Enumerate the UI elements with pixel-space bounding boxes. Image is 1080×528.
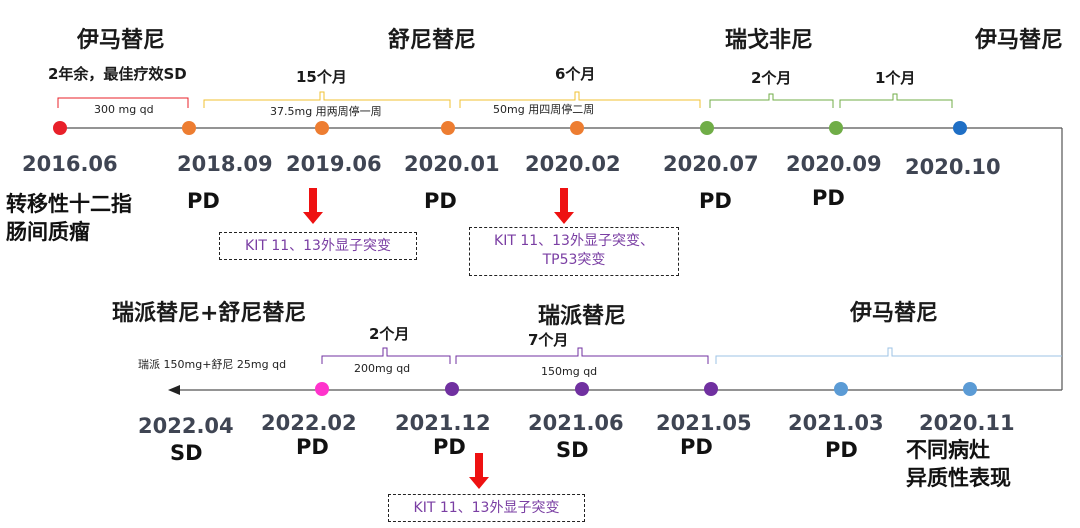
dot-2021-06 [575, 382, 589, 396]
dot-2020-07 [700, 121, 714, 135]
date-2018-09: 2018.09 [177, 152, 273, 176]
dot-2016-06 [53, 121, 67, 135]
dot-2020-09 [829, 121, 843, 135]
mutation-box-2019-06-text: KIT 11、13外显子突变 [245, 238, 391, 254]
mutation-box-2020-02: KIT 11、13外显子突变、 TP53突变 [469, 227, 679, 276]
duration-ripretinib-sunitinib: 2个月 [369, 325, 410, 343]
bracket-imatinib-1 [57, 97, 189, 108]
bracket-imatinib-2 [715, 347, 1062, 364]
status-pd-2018-09: PD [187, 189, 220, 213]
date-2021-03: 2021.03 [788, 411, 884, 435]
status-pd-2021-05: PD [680, 435, 713, 459]
duration-imatinib: 2年余，最佳疗效SD [48, 65, 187, 83]
dot-2020-02 [570, 121, 584, 135]
status-sd-2021-06: SD [556, 438, 589, 462]
dose-ripretinib-2: 150mg qd [541, 365, 598, 378]
status-pd-2022-02: PD [296, 435, 329, 459]
mutation-box-2021-12-text: KIT 11、13外显子突变 [413, 500, 560, 516]
duration-regorafenib-1: 2个月 [751, 69, 792, 87]
date-2022-02: 2022.02 [261, 411, 357, 435]
date-2021-06: 2021.06 [528, 411, 624, 435]
dose-ripretinib-sunitinib: 瑞派 150mg+舒尼 25mg qd [138, 358, 287, 371]
top-drug-regorafenib: 瑞戈非尼 [725, 28, 814, 53]
bracket-regorafenib-2 [839, 93, 953, 108]
dot-2022-02 [315, 382, 329, 396]
duration-sunitinib-1: 15个月 [296, 68, 347, 86]
date-2022-04: 2022.04 [138, 414, 234, 438]
date-2021-12: 2021.12 [395, 411, 491, 435]
status-pd-2020-07: PD [699, 189, 732, 213]
bottom-drug-ripretinib-sunitinib: 瑞派替尼+舒尼替尼 [112, 301, 307, 326]
date-2020-10: 2020.10 [905, 155, 1001, 179]
bracket-ripretinib-2 [455, 347, 709, 364]
dot-2020-10 [953, 121, 967, 135]
bracket-ripretinib-1 [321, 347, 451, 364]
duration-regorafenib-2: 1个月 [875, 69, 916, 87]
top-drug-imatinib-2: 伊马替尼 [975, 28, 1064, 53]
mutation-box-2021-12: KIT 11、13外显子突变 [388, 494, 585, 522]
date-2020-11: 2020.11 [919, 411, 1015, 435]
dot-2021-03 [834, 382, 848, 396]
timeline-arrowhead [168, 385, 180, 395]
dot-2020-01 [441, 121, 455, 135]
red-down-arrow-1 [303, 188, 323, 224]
date-2020-01: 2020.01 [404, 152, 500, 176]
status-pd-2021-12: PD [433, 435, 466, 459]
diagnosis-line-1: 转移性十二指 [6, 192, 132, 216]
dot-2020-11 [963, 382, 977, 396]
mutation-box-2019-06: KIT 11、13外显子突变 [219, 232, 417, 260]
dot-2018-09 [182, 121, 196, 135]
date-2019-06: 2019.06 [286, 152, 382, 176]
mutation-box-2020-02-line-1: KIT 11、13外显子突变、 [494, 233, 654, 249]
bottom-drug-imatinib: 伊马替尼 [850, 301, 939, 326]
status-pd-2020-01: PD [424, 189, 457, 213]
mutation-box-2020-02-line-2: TP53突变 [542, 251, 606, 268]
dose-sunitinib-1: 37.5mg 用两周停一周 [270, 105, 382, 118]
duration-ripretinib: 7个月 [528, 331, 569, 349]
bracket-sunitinib-1 [203, 91, 451, 108]
status-sd-2022-04: SD [170, 441, 203, 465]
date-2020-09: 2020.09 [786, 152, 882, 176]
dot-2019-06 [315, 121, 329, 135]
dose-sunitinib-2: 50mg 用四周停二周 [493, 103, 595, 116]
red-down-arrow-2 [554, 188, 574, 224]
diagnosis-line-2: 肠间质瘤 [6, 220, 90, 244]
red-down-arrow-3 [469, 453, 489, 489]
date-2021-05: 2021.05 [656, 411, 752, 435]
bottom-drug-ripretinib: 瑞派替尼 [538, 304, 627, 329]
dose-imatinib: 300 mg qd [94, 103, 154, 116]
status-pd-2021-03: PD [825, 438, 858, 462]
date-2020-07: 2020.07 [663, 152, 759, 176]
bracket-regorafenib-1 [709, 93, 834, 108]
status-pd-2020-09: PD [812, 186, 845, 210]
dot-2021-05 [704, 382, 718, 396]
dose-ripretinib-1: 200mg qd [354, 362, 411, 375]
top-drug-imatinib: 伊马替尼 [77, 28, 166, 53]
date-2020-02: 2020.02 [525, 152, 621, 176]
bracket-sunitinib-2 [459, 91, 701, 108]
heterogeneity-note-line-1: 不同病灶 [906, 438, 990, 462]
dot-2021-12 [445, 382, 459, 396]
duration-sunitinib-2: 6个月 [555, 65, 596, 83]
top-drug-sunitinib: 舒尼替尼 [388, 28, 477, 53]
date-2016-06: 2016.06 [22, 152, 118, 176]
heterogeneity-note-line-2: 异质性表现 [906, 466, 1011, 490]
